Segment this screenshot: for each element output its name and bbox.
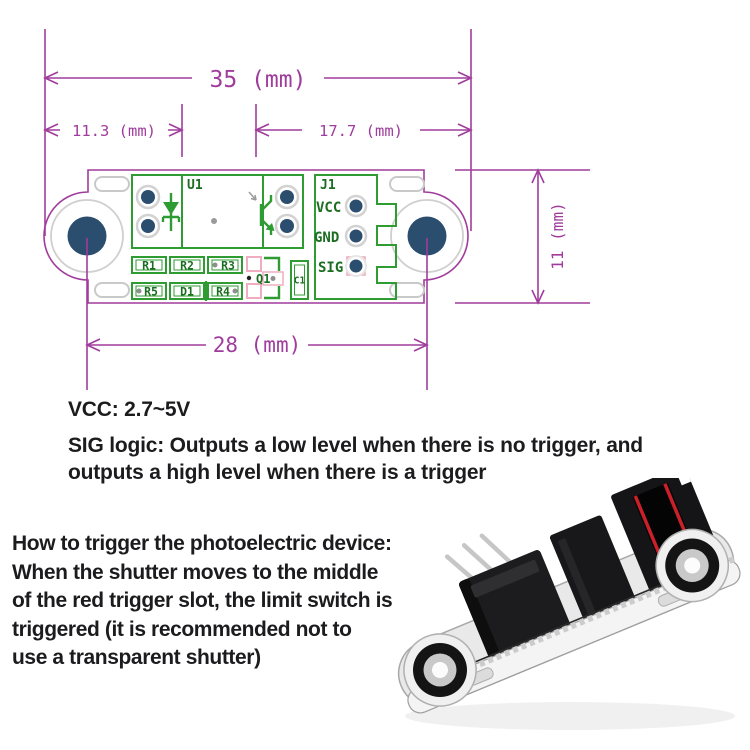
q1-pink-pads [246, 256, 284, 299]
electrical-specs: VCC: 2.7~5V SIG logic: Outputs a low lev… [68, 396, 643, 486]
slot-top-left [94, 176, 130, 192]
ref-r2: R2 [180, 259, 194, 273]
q1-brackets [264, 256, 281, 300]
j1-connector-outline [314, 174, 397, 300]
ref-r3: R3 [221, 259, 235, 273]
ref-q1: Q1 [256, 272, 270, 286]
ref-r1: R1 [142, 259, 156, 273]
instruction-line3: of the red trigger slot, the limit switc… [12, 589, 393, 612]
light-arrow-icon [248, 191, 257, 201]
sig-logic-line1: SIG logic: Outputs a low level when ther… [68, 434, 643, 457]
dim-left-offset-label: 11.3 (mm) [72, 122, 156, 140]
instruction-line4: triggered (it is recommended not to [12, 617, 352, 641]
dim-gap [206, 332, 308, 358]
dim-gap [60, 119, 168, 141]
ref-u1: U1 [187, 178, 203, 193]
pin-label-gnd: GND [314, 230, 339, 246]
mounting-hole-right [390, 199, 464, 273]
instruction-line2: When the shutter moves to the middle [12, 560, 378, 584]
slot-bottom-right [389, 282, 425, 298]
phototransistor-symbol [259, 195, 275, 235]
ir-led-symbol [161, 193, 181, 231]
pcb-dimension-drawing: U1 J1 VCC GND SIG R1 R2 R3 R5 D1 R4 Q1 C… [43, 29, 590, 390]
silkscreen-outlines [131, 174, 397, 301]
c1-footprint [290, 260, 309, 300]
optical-endstop-photo [397, 478, 741, 730]
dim-overall-width-label: 35 (mm) [210, 67, 307, 93]
pin-label-sig: SIG [318, 260, 343, 276]
ref-r5: R5 [144, 285, 158, 299]
slot-bottom-left [94, 282, 130, 298]
instruction-line1: How to trigger the photoelectric device: [12, 532, 392, 555]
via-dots [136, 218, 276, 294]
photo-ear-left [403, 633, 477, 707]
dim-hole-spacing-label: 28 (mm) [213, 333, 302, 357]
pin-label-vcc: VCC [316, 200, 341, 216]
instruction-line5: use a transparent shutter) [12, 646, 261, 669]
vcc-spec: VCC: 2.7~5V [68, 398, 191, 421]
photo-ear-right [655, 528, 729, 603]
slot-top-right [389, 176, 425, 192]
ref-d1: D1 [180, 285, 194, 299]
ref-r4: R4 [216, 285, 230, 299]
trigger-instructions: How to trigger the photoelectric device:… [12, 530, 393, 673]
photo-shadow [405, 702, 735, 730]
ref-j1: J1 [320, 178, 336, 193]
dim-board-height-label: 11 (mm) [548, 202, 567, 269]
pads [135, 184, 368, 277]
sig-logic-line2: outputs a high level when there is a tri… [68, 461, 487, 484]
dim-right-offset-label: 17.7 (mm) [319, 122, 403, 140]
dim-gap [302, 119, 420, 141]
ref-c1: C1 [294, 276, 306, 287]
dim-gap [192, 64, 324, 92]
resistor-footprints [131, 256, 243, 300]
